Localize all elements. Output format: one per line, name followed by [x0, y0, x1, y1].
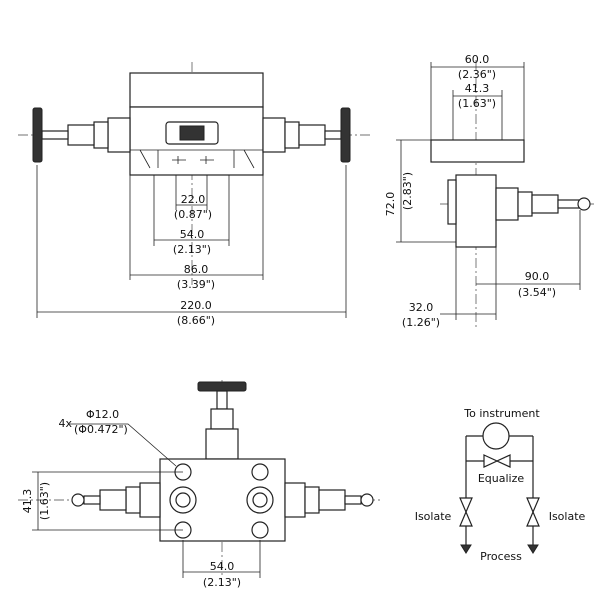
bottom-left-valve-stem: [83, 495, 101, 505]
isolate-valve-right: [526, 497, 540, 514]
port-left-inner: [175, 492, 191, 508]
bottom-dim-54-mm: 54.0: [210, 560, 235, 573]
right-valve-handle: [340, 107, 351, 163]
top-valve-handle: [197, 381, 247, 392]
right-valve-bonnet: [298, 124, 326, 146]
side-port: [447, 179, 457, 225]
mount-hole: [251, 521, 269, 539]
bottom-right-valve-hex: [284, 482, 306, 518]
dim-41-mm: 41.3: [465, 82, 490, 95]
dim-90-in: (3.54"): [518, 286, 556, 299]
left-valve-nut: [93, 121, 109, 149]
dim-22-mm: 22.0: [181, 193, 206, 206]
isolate-left-label: Isolate: [415, 510, 452, 523]
left-valve-handle: [32, 107, 43, 163]
dim-22-in: (0.87"): [174, 208, 212, 221]
dim-32-in: (1.26"): [402, 316, 440, 329]
dim-86-mm: 86.0: [184, 263, 209, 276]
dim-72-in: (2.83"): [401, 172, 414, 210]
bottom-left-valve-hex: [139, 482, 161, 518]
bottom-right-valve-bonnet: [318, 489, 346, 511]
mount-hole: [251, 463, 269, 481]
process-label: Process: [480, 550, 522, 563]
bottom-dim-41-in: (1.63"): [38, 482, 51, 520]
top-valve-hex: [205, 428, 239, 460]
side-valve-nut: [517, 191, 533, 217]
to-instrument-label: To instrument: [463, 407, 540, 420]
dim-54-in: (2.13"): [173, 243, 211, 256]
dim-220-in: (8.66"): [177, 314, 215, 327]
side-view: 60.0 (2.36") 41.3 (1.63") 72.0 (2.83") 9…: [384, 53, 595, 330]
left-valve-bonnet: [67, 124, 95, 146]
side-valve-stem: [557, 199, 581, 209]
bottom-left-valve-bonnet: [99, 489, 127, 511]
isolate-valve-left: [459, 497, 473, 514]
dim-60-in: (2.36"): [458, 68, 496, 81]
equalize-label: Equalize: [478, 472, 525, 485]
dim-220-mm: 220.0: [180, 299, 212, 312]
bottom-right-valve-handle: [360, 493, 374, 507]
side-top-plate: [430, 139, 525, 163]
dim-60-mm: 60.0: [465, 53, 490, 66]
equalize-valve: [483, 454, 499, 468]
valve-stem-handle: [179, 125, 205, 141]
side-valve-handle-end: [577, 197, 591, 211]
valve-schematic: To instrument Equalize Isolate Isolate P…: [415, 407, 586, 563]
dim-72-mm: 72.0: [384, 192, 397, 217]
dim-90-mm: 90.0: [525, 270, 550, 283]
right-valve-stem: [324, 130, 342, 140]
dim-32-mm: 32.0: [409, 301, 434, 314]
right-valve-hex: [262, 117, 286, 153]
plan-view: 4x Φ12.0 (Φ0.472") 41.3 (1.63") 54.0 (2.…: [18, 380, 380, 589]
left-valve-stem: [41, 130, 69, 140]
bottom-right-valve-nut: [304, 486, 320, 514]
right-valve-nut: [284, 121, 300, 149]
front-view: 22.0 (0.87") 54.0 (2.13") 86.0 (3.39") 2…: [18, 62, 370, 327]
top-valve-bonnet: [210, 408, 234, 430]
side-valve-hex: [495, 187, 519, 221]
port-right-inner: [252, 492, 268, 508]
isolate-right-label: Isolate: [549, 510, 586, 523]
hole-dia-mm: Φ12.0: [86, 408, 119, 421]
hole-leader: [70, 423, 177, 467]
dim-54-mm: 54.0: [180, 228, 205, 241]
left-valve-hex: [107, 117, 131, 153]
dim-86-in: (3.39"): [177, 278, 215, 291]
dim-41-in: (1.63"): [458, 97, 496, 110]
bottom-left-valve-handle: [71, 493, 85, 507]
hole-dia-in: (Φ0.472"): [74, 423, 128, 436]
side-body: [455, 174, 497, 248]
bottom-left-valve-nut: [125, 486, 141, 514]
side-valve-bonnet: [531, 194, 559, 214]
bottom-dim-41-mm: 41.3: [21, 489, 34, 514]
body-top-block: [129, 72, 264, 108]
bottom-right-valve-stem: [344, 495, 362, 505]
instrument-symbol: [482, 422, 510, 450]
bottom-dim-54-in: (2.13"): [203, 576, 241, 589]
top-valve-stem: [216, 390, 228, 410]
hole-qty: 4x: [58, 417, 72, 430]
